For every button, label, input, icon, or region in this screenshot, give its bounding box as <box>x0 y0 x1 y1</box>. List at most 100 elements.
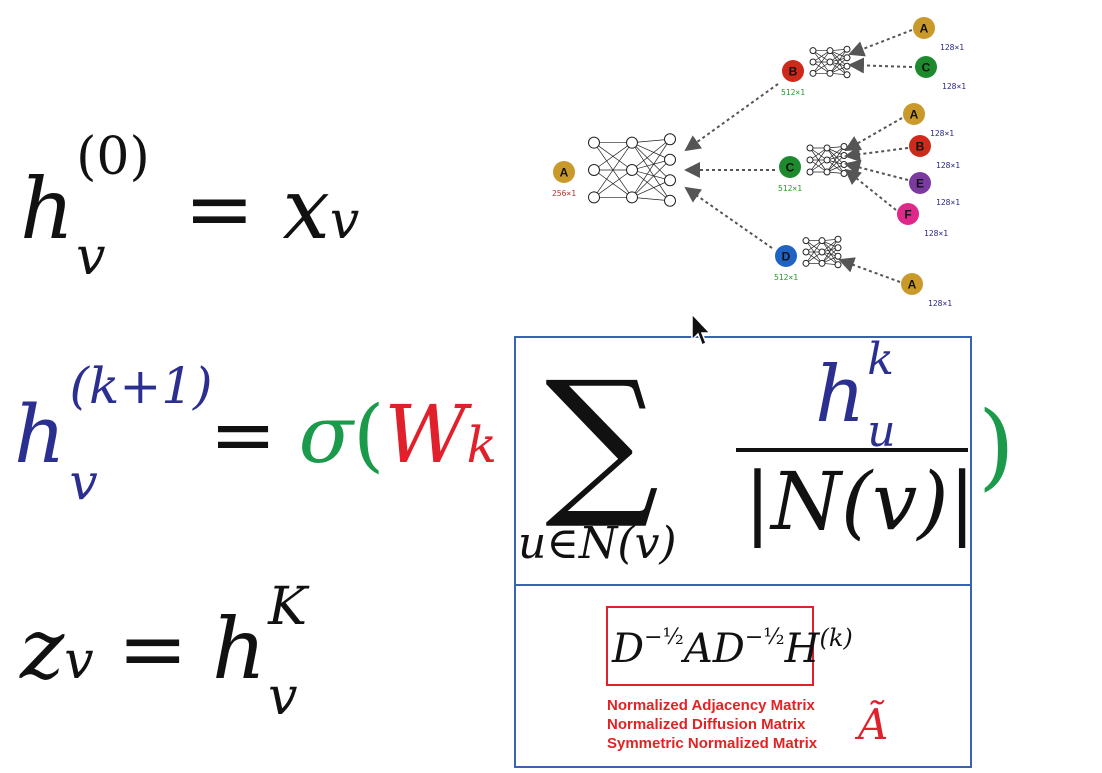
neuron <box>802 259 810 267</box>
A-symbol: A <box>683 626 713 672</box>
h-subscript: v <box>76 227 106 287</box>
neuron <box>826 47 834 55</box>
neuron <box>823 156 831 164</box>
neuron <box>843 54 851 62</box>
h-superscript: K <box>268 577 308 637</box>
fraction-denominator: |N(v)| <box>744 455 976 548</box>
neuron <box>809 58 817 66</box>
edge-a-to-c <box>844 117 903 151</box>
node-circle <box>779 156 801 178</box>
equals-sign: = <box>184 160 255 258</box>
neuron <box>834 235 842 243</box>
node-dimension: 128×1 <box>924 229 948 238</box>
D-exponent: −½ <box>644 625 684 650</box>
label-normalized-diffusion: Normalized Diffusion Matrix <box>607 716 806 733</box>
node-label: B <box>789 65 798 79</box>
edge-e-to-c <box>844 159 909 181</box>
label-symmetric-normalized: Symmetric Normalized Matrix <box>607 735 818 752</box>
node-dimension: 128×1 <box>936 198 960 207</box>
neuron <box>664 133 676 146</box>
node-label: A <box>910 108 919 122</box>
D-symbol-2: D <box>712 626 745 672</box>
equation-update-rule: h(k+1)v=σ(Wk <box>14 357 497 511</box>
h-subscript: v <box>69 453 98 511</box>
h-superscript: k <box>867 334 894 385</box>
neuron <box>588 191 600 204</box>
neuron <box>809 47 817 55</box>
node-circle <box>915 56 937 78</box>
z-symbol: z <box>20 600 65 698</box>
a-tilde-symbol: Ã <box>858 700 889 749</box>
neuron <box>843 45 851 53</box>
neuron <box>588 136 600 149</box>
root-neural-net <box>588 133 676 207</box>
neuron <box>840 170 848 177</box>
h-symbol: h <box>212 600 267 698</box>
node-dimension: 512×1 <box>774 273 798 282</box>
node-dimension: 512×1 <box>778 184 802 193</box>
h-superscript: (k+1) <box>69 357 213 415</box>
edge-a-to-d <box>838 257 901 283</box>
neuron <box>834 252 842 260</box>
H-superscript: (k) <box>819 624 853 652</box>
node-dimension: 128×1 <box>942 82 966 91</box>
c-neural-net <box>806 143 848 177</box>
edge-b-to-root <box>684 83 779 152</box>
H-symbol: H <box>784 626 820 672</box>
neuron <box>818 259 826 267</box>
neuron <box>826 69 834 77</box>
computation-graph: A256×1B512×1C512×1D512×1A128×1C128×1A128… <box>552 17 966 308</box>
node-dimension: 128×1 <box>936 161 960 170</box>
node-label: A <box>920 22 929 36</box>
equation-initial-embedding: h(0)v=xv <box>20 127 359 287</box>
right-paren: ) <box>978 392 1015 501</box>
sum-symbol: ∑ <box>545 346 660 533</box>
neuron <box>823 144 831 152</box>
neuron <box>626 164 638 176</box>
neuron <box>588 164 600 176</box>
node-dimension: 128×1 <box>928 299 952 308</box>
node-circle <box>782 60 804 82</box>
neuron <box>809 69 817 77</box>
normalized-labels: Normalized Adjacency Matrix Normalized D… <box>607 696 817 753</box>
neuron <box>843 62 851 70</box>
W-symbol: W <box>384 388 467 481</box>
b-neural-net <box>809 45 851 79</box>
neuron <box>834 261 842 269</box>
normalized-matrix-box <box>514 584 972 768</box>
neuron <box>806 144 814 152</box>
D-symbol: D <box>612 626 645 672</box>
D-exponent-2: −½ <box>744 625 785 650</box>
equals-sign: = <box>209 388 277 481</box>
node-circle <box>909 172 931 194</box>
edge-c-to-b <box>848 57 913 74</box>
node-label: A <box>560 166 569 180</box>
normalized-formula: D−½AD−½H(k) <box>612 624 853 672</box>
node-circle <box>901 273 923 295</box>
node-circle <box>913 17 935 39</box>
neuron <box>626 136 638 149</box>
edge-a-to-b <box>848 29 913 57</box>
neuron <box>823 168 831 176</box>
node-label: E <box>916 177 924 191</box>
label-normalized-adjacency: Normalized Adjacency Matrix <box>607 697 815 714</box>
neuron <box>626 191 638 204</box>
h-symbol: h <box>815 350 866 440</box>
neuron <box>802 237 810 245</box>
h-symbol: h <box>14 388 66 481</box>
normalized-adjacency-highlight <box>606 606 814 686</box>
node-dimension: 512×1 <box>781 88 805 97</box>
neuron <box>826 58 834 66</box>
edge-f-to-c <box>844 168 897 211</box>
node-circle <box>897 203 919 225</box>
edge-b-to-c <box>844 146 909 163</box>
neuron <box>843 71 851 79</box>
sum-subscript: u∈N(v) <box>518 518 677 569</box>
node-label: C <box>922 61 931 75</box>
